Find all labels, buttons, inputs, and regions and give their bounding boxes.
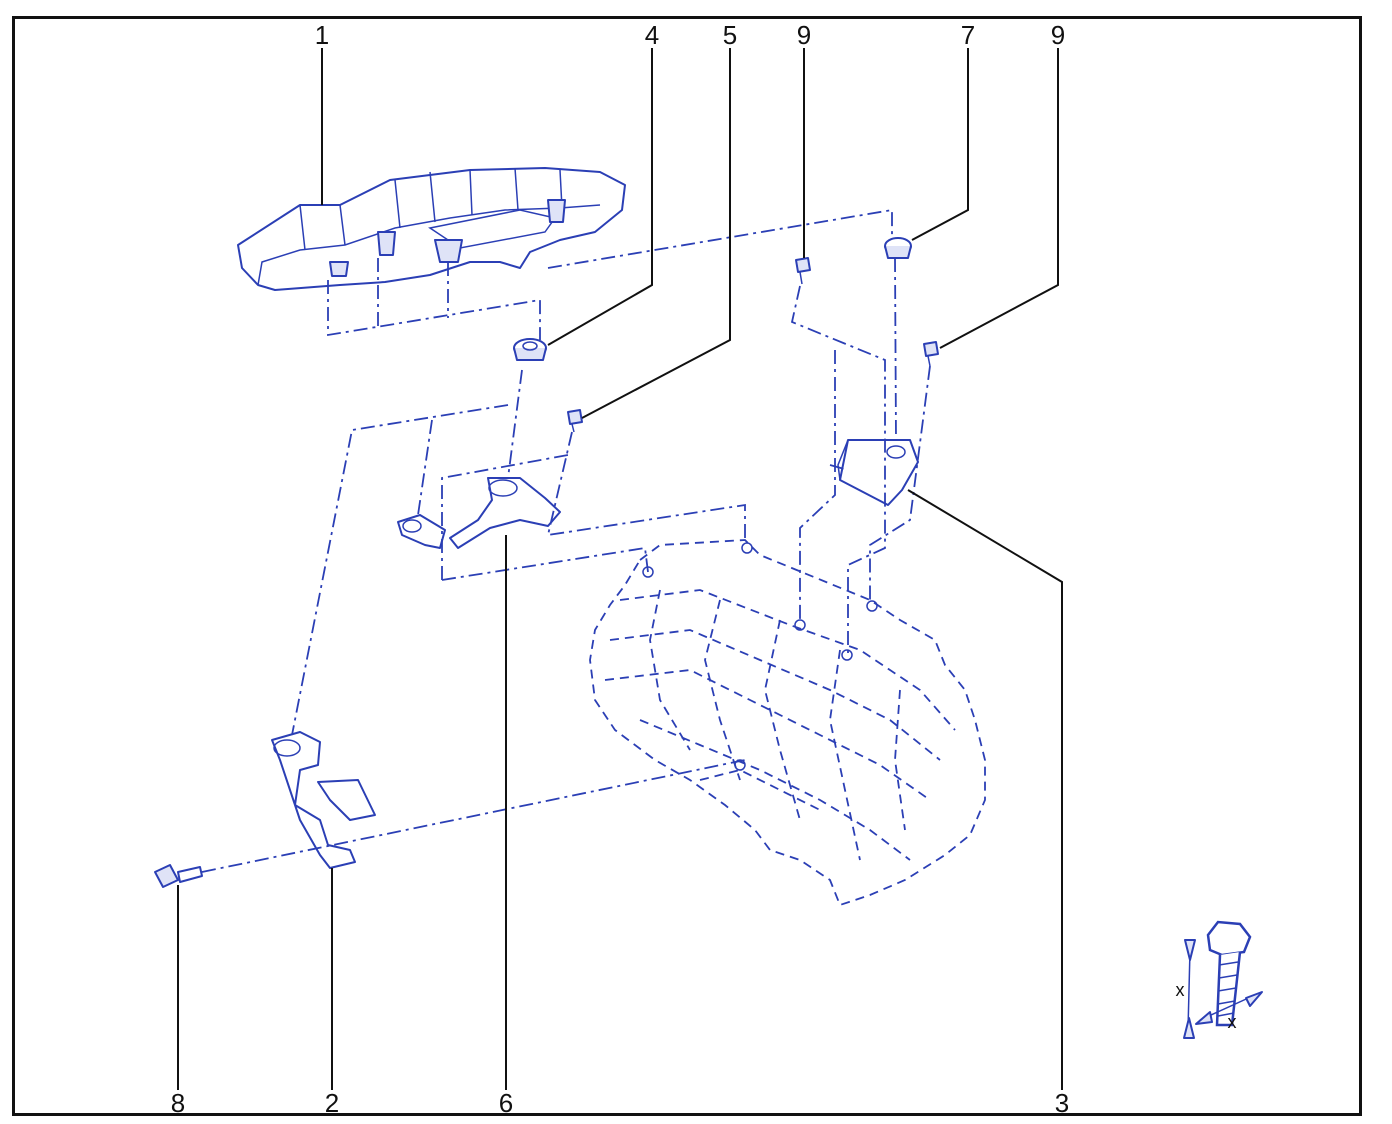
callout-7: 7 <box>961 20 975 50</box>
dim-length-label: x <box>1176 980 1185 1000</box>
leader-lines <box>177 48 1063 1090</box>
bolt-part-5 <box>567 409 583 433</box>
bolt-part-9-left <box>795 257 811 285</box>
callout-4: 4 <box>645 20 659 50</box>
callout-9-right: 9 <box>1051 20 1065 50</box>
callout-2: 2 <box>325 1088 339 1118</box>
bracket-part-3 <box>837 439 919 506</box>
grommet-part-7 <box>884 237 912 259</box>
callout-6: 6 <box>499 1088 513 1118</box>
bolt-part-8 <box>154 864 203 888</box>
assembly-lines <box>201 208 931 873</box>
callouts: 1 4 5 9 7 9 3 6 2 8 <box>171 20 1069 1118</box>
callout-3: 3 <box>1055 1088 1069 1118</box>
callout-8: 8 <box>171 1088 185 1118</box>
callout-1: 1 <box>315 20 329 50</box>
bracket-part-2 <box>271 731 376 869</box>
bolt-dimension-icon: x x <box>1176 920 1263 1039</box>
dim-diameter-label: x <box>1228 1012 1237 1032</box>
engine-block <box>589 539 986 907</box>
grommet-part-4 <box>513 338 547 361</box>
callout-5: 5 <box>723 20 737 50</box>
engine-cover <box>237 167 626 291</box>
bolt-part-9-right <box>923 341 939 367</box>
callout-9-left: 9 <box>797 20 811 50</box>
bracket-part-6 <box>397 477 561 549</box>
diagram-frame <box>12 16 1362 1116</box>
